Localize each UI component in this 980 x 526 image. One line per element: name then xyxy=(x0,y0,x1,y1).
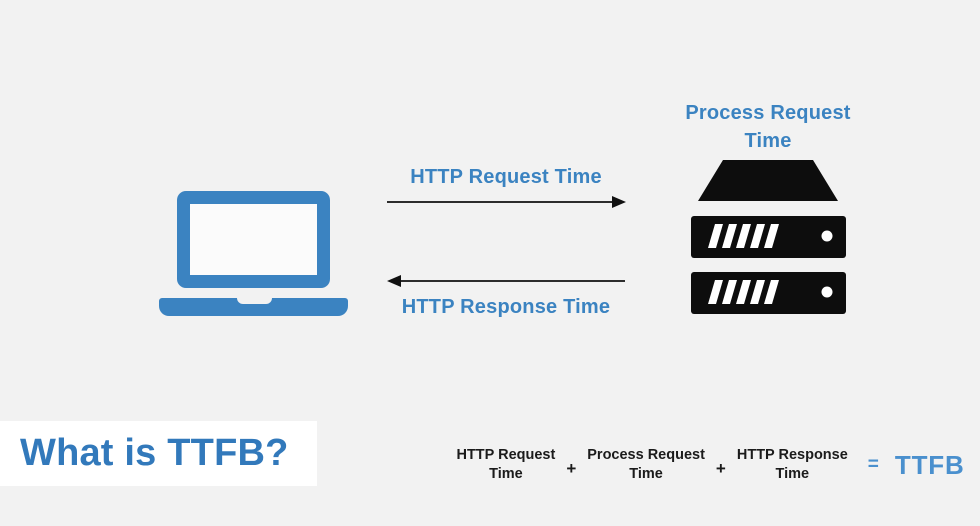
formula-result-ttfb: TTFB xyxy=(894,449,965,480)
process-request-time-label: Process Request Time xyxy=(685,102,851,153)
laptop-screen xyxy=(177,191,330,288)
equals-sign: = xyxy=(867,454,879,475)
formula-term-process-request: Process Request Time xyxy=(587,446,705,484)
term-line-1: HTTP Request xyxy=(456,447,556,464)
server-rack-unit-1 xyxy=(691,216,846,258)
term-line-1: HTTP Response xyxy=(736,447,848,464)
http-response-time-label: HTTP Response Time xyxy=(401,296,611,318)
response-arrow-line xyxy=(400,280,625,282)
right-arrowhead-icon xyxy=(612,196,626,208)
laptop-base xyxy=(159,298,348,316)
http-request-time-label: HTTP Request Time xyxy=(410,166,602,188)
term-line-2: Time xyxy=(775,466,810,482)
server-led-light xyxy=(821,286,833,298)
laptop-notch xyxy=(237,298,272,304)
left-arrowhead-icon xyxy=(387,275,401,287)
ttfb-formula: HTTP Request Time + Process Request Time… xyxy=(456,444,965,486)
server-rack-unit-2 xyxy=(691,272,846,314)
term-line-1: Process Request xyxy=(587,447,705,464)
title-banner: What is TTFB? xyxy=(0,421,317,486)
page-title: What is TTFB? xyxy=(20,432,289,474)
plus-sign: + xyxy=(715,459,726,478)
request-arrow-line xyxy=(387,201,614,203)
term-line-2: Time xyxy=(489,466,523,482)
server-led-light xyxy=(821,230,833,242)
formula-term-http-response: HTTP Response Time xyxy=(737,446,848,484)
server-icon xyxy=(691,160,846,314)
term-line-2: Time xyxy=(629,466,663,482)
server-top-trapezoid xyxy=(698,160,838,201)
formula-term-http-request: HTTP Request Time xyxy=(456,446,555,484)
plus-sign: + xyxy=(566,459,577,478)
